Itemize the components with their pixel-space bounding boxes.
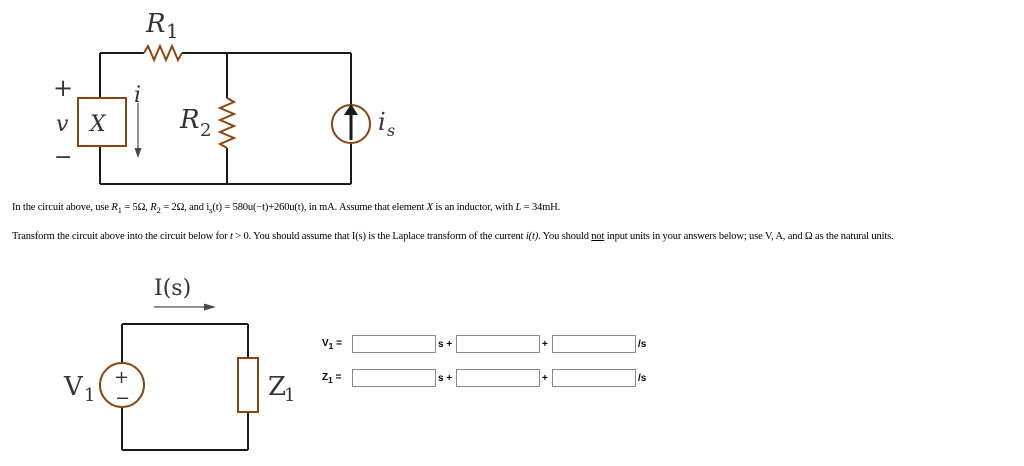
problem-statement-1: In the circuit above, use R1 = 5Ω, R2 = … <box>12 202 560 215</box>
z1-answer-label: Z1 = <box>322 371 342 385</box>
plus-sign: + <box>53 74 73 102</box>
z1-per-s: /s <box>638 372 647 384</box>
current-is-arrowhead <box>204 303 216 311</box>
r2-sub: 2 <box>200 120 211 141</box>
v1-coef-s-input[interactable] <box>352 335 436 353</box>
answer-row-z1: Z1 = s + + /s <box>322 368 646 388</box>
v1-s-plus: s + <box>438 338 453 350</box>
z1-coef-inv-s-input[interactable] <box>552 369 636 387</box>
z1-s-plus: s + <box>438 372 453 384</box>
p1-text-f: = 34mH. <box>521 202 561 213</box>
r1-label: R <box>145 9 166 39</box>
p1-is-sub: s <box>209 205 213 216</box>
p1-l: L <box>515 202 522 213</box>
r2-label: R <box>179 105 200 135</box>
vs-minus: − <box>115 388 130 409</box>
current-i-arrowhead <box>134 148 142 158</box>
current-source-arrowhead <box>344 104 358 115</box>
z1-coef-s-input[interactable] <box>352 369 436 387</box>
v1-const-input[interactable] <box>456 335 540 353</box>
p2-text-d: input units in your answers below; use V… <box>604 231 894 242</box>
p2-text-c: . You should <box>538 231 592 242</box>
v-label: v <box>56 112 69 137</box>
v1-label: V <box>63 372 84 402</box>
v1-per-s: /s <box>638 338 647 350</box>
is-sub: s <box>387 121 395 140</box>
p2-t: t <box>229 231 233 242</box>
z1-const-input[interactable] <box>456 369 540 387</box>
p1-text-e: is an inductor, with <box>432 202 516 213</box>
problem-statement-2: Transform the circuit above into the cir… <box>12 231 894 242</box>
is-current-label: I(s) <box>154 276 191 301</box>
p1-text-d: (t) = 580u(−t)+260u(t), in mA. Assume th… <box>212 202 427 213</box>
i-label: i <box>134 83 141 108</box>
p2-text-b: > 0. You should assume that I(s) is the … <box>232 231 526 242</box>
resistor-r1 <box>143 43 183 63</box>
v1-coef-inv-s-input[interactable] <box>552 335 636 353</box>
circuit-1 <box>99 52 352 185</box>
p2-it: i(t) <box>525 231 539 242</box>
p1-r1: R <box>111 202 118 213</box>
v1-answer-label: V1 = <box>322 337 342 351</box>
p1-text-a: In the circuit above, use <box>12 202 112 213</box>
v1-sub: 1 <box>84 385 95 406</box>
v1-plus: + <box>542 338 548 350</box>
p2-text-a: Transform the circuit above into the cir… <box>12 231 230 242</box>
p2-not: not <box>591 231 605 242</box>
x-label: X <box>88 112 107 137</box>
vs-plus: + <box>114 367 129 388</box>
p1-r2-sub: 2 <box>156 205 161 216</box>
p1-text-c: = 2Ω, and i <box>160 202 210 213</box>
resistor-r2 <box>217 97 237 149</box>
r1-sub: 1 <box>166 19 179 43</box>
impedance-box <box>237 357 259 413</box>
minus-sign: − <box>54 145 72 170</box>
circuit-2 <box>121 323 249 451</box>
element-x-box <box>77 97 127 147</box>
voltage-source <box>99 362 145 408</box>
p1-x: X <box>426 202 433 213</box>
z1-label: Z <box>268 372 286 402</box>
p1-text-b: = 5Ω, <box>121 202 151 213</box>
p1-r1-sub: 1 <box>117 205 122 216</box>
answer-row-v1: V1 = s + + /s <box>322 334 646 354</box>
z1-sub: 1 <box>284 385 295 406</box>
p1-r2: R <box>150 202 157 213</box>
is-label: i <box>378 108 386 136</box>
z1-plus: + <box>542 372 548 384</box>
